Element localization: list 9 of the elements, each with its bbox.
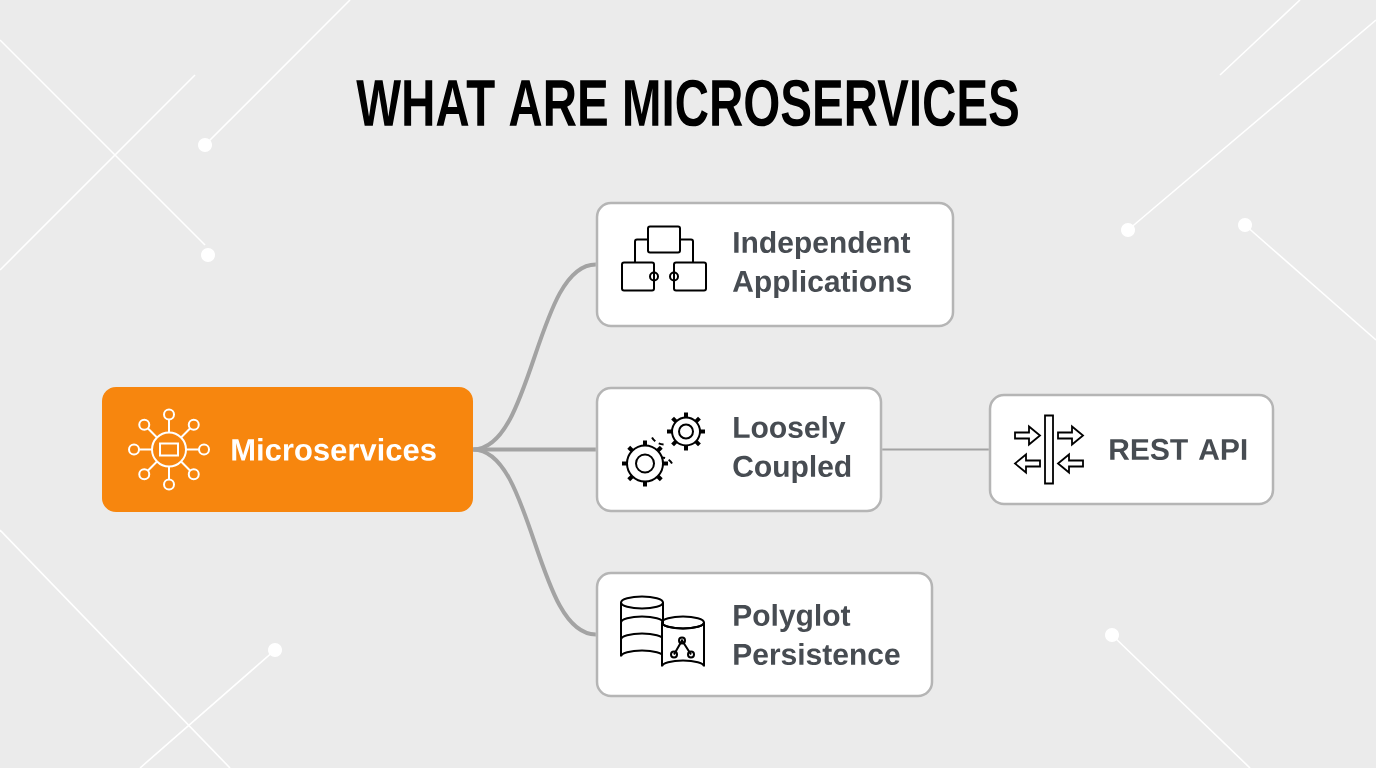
feature-box: REST API: [988, 393, 1275, 506]
feature-box: Loosely Coupled: [595, 386, 883, 513]
connector: [881, 448, 990, 451]
connector: [473, 447, 596, 452]
connector: [472, 447, 597, 637]
topic-box: Microservices: [102, 387, 473, 512]
title: WHAT ARE MICROSERVICES: [356, 79, 1018, 127]
feature-box: Independent Applications: [595, 201, 955, 328]
feature-box: Polyglot Persistence: [595, 571, 934, 698]
